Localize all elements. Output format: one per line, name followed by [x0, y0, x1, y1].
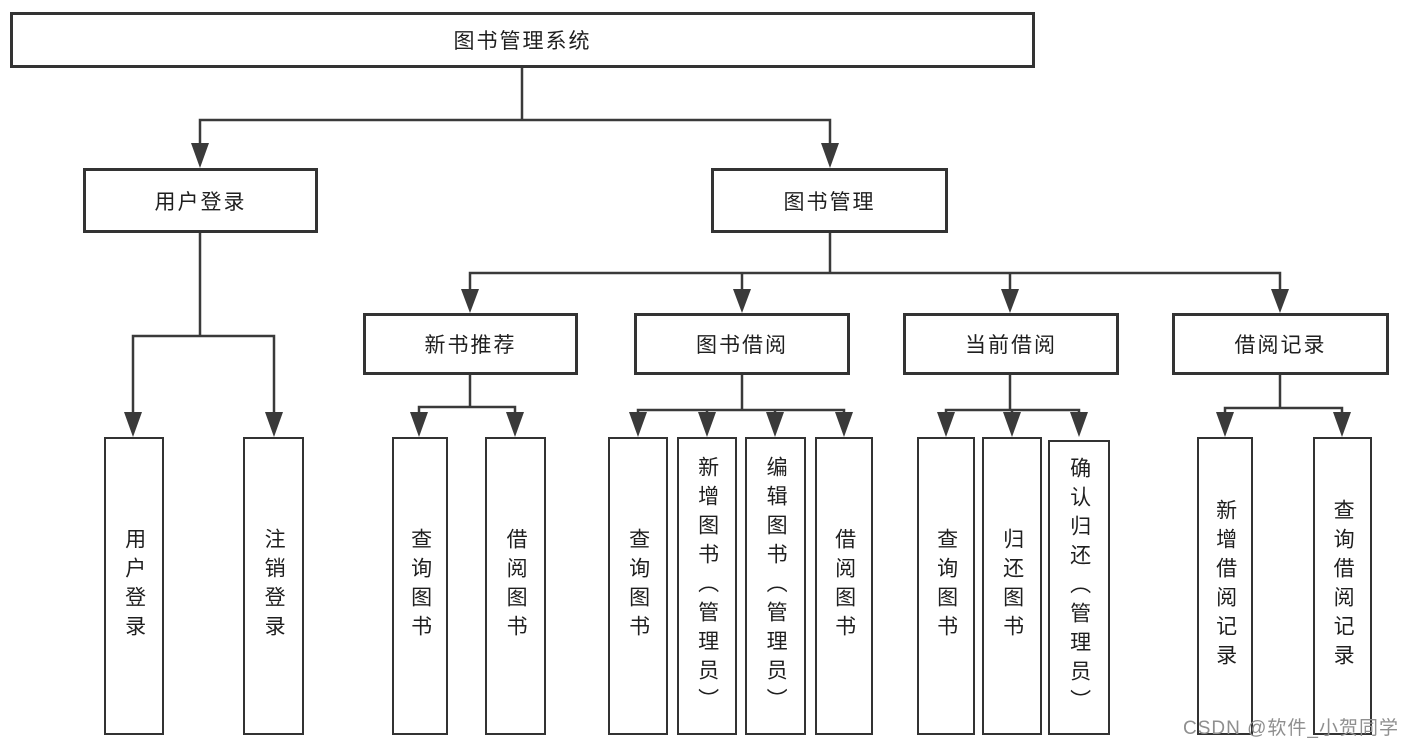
arrowhead: [1271, 289, 1289, 313]
node-book-borrow-label: 图书借阅: [696, 334, 788, 357]
arrowhead: [821, 143, 839, 168]
leaf-recommend-borrow-books-label: 借阅图书: [504, 528, 528, 644]
leaf-current-query-books-label: 查询图书: [934, 528, 958, 644]
node-book-management: 图书管理: [711, 168, 948, 233]
node-current-borrow-label: 当前借阅: [965, 334, 1057, 357]
arrowhead: [191, 143, 209, 168]
node-borrow-records: 借阅记录: [1172, 313, 1389, 375]
arrowhead: [1216, 412, 1234, 437]
node-new-book-recommend: 新书推荐: [363, 313, 578, 375]
arrowhead: [629, 412, 647, 437]
leaf-add-book-admin: 新增图书（管理员）: [677, 437, 737, 735]
leaf-add-borrow-record: 新增借阅记录: [1197, 437, 1253, 735]
node-root: 图书管理系统: [10, 12, 1035, 68]
leaf-current-query-books: 查询图书: [917, 437, 975, 735]
leaf-logout-label: 注销登录: [262, 528, 286, 644]
connector-user-login-to-leaves: [131, 231, 276, 420]
connector-strokes: [131, 66, 1344, 420]
leaf-add-book-admin-label: 新增图书（管理员）: [695, 455, 719, 717]
node-current-borrow: 当前借阅: [903, 313, 1119, 375]
arrowhead: [410, 412, 428, 437]
arrowhead: [733, 289, 751, 313]
leaf-return-books: 归还图书: [982, 437, 1042, 735]
leaf-user-login-label: 用户登录: [122, 528, 146, 644]
arrowhead: [835, 412, 853, 437]
node-book-borrow: 图书借阅: [634, 313, 850, 375]
leaf-recommend-query-books-label: 查询图书: [408, 528, 432, 644]
leaf-query-borrow-record-label: 查询借阅记录: [1331, 499, 1355, 673]
arrowhead: [506, 412, 524, 437]
arrowhead: [124, 412, 142, 437]
arrowhead: [1001, 289, 1019, 313]
arrowhead: [1333, 412, 1351, 437]
leaf-user-login: 用户登录: [104, 437, 164, 735]
node-book-management-label: 图书管理: [783, 190, 876, 214]
leaf-confirm-return-admin: 确认归还（管理员）: [1048, 440, 1110, 735]
leaf-recommend-borrow-books: 借阅图书: [485, 437, 546, 735]
node-user-login: 用户登录: [83, 168, 318, 233]
node-new-book-recommend-label: 新书推荐: [424, 334, 517, 357]
arrowhead: [766, 412, 784, 437]
connector-root-to-level2: [198, 66, 832, 152]
leaf-edit-book-admin: 编辑图书（管理员）: [745, 437, 806, 735]
leaf-confirm-return-admin-label: 确认归还（管理员）: [1067, 457, 1091, 718]
csdn-watermark: CSDN @软件_小贺同学: [1183, 718, 1399, 739]
leaf-query-borrow-record: 查询借阅记录: [1313, 437, 1372, 735]
leaf-borrow-query-books-label: 查询图书: [626, 528, 650, 644]
connector-records-to-leaves: [1223, 373, 1344, 420]
leaf-return-books-label: 归还图书: [1000, 528, 1024, 644]
node-user-login-label: 用户登录: [154, 190, 247, 214]
leaf-recommend-query-books: 查询图书: [392, 437, 448, 735]
leaf-edit-book-admin-label: 编辑图书（管理员）: [764, 455, 788, 717]
node-root-label: 图书管理系统: [453, 30, 592, 53]
connector-book-management-to-level3: [468, 231, 1282, 296]
leaf-borrow-borrow-books-label: 借阅图书: [832, 528, 856, 644]
connector-recommend-to-leaves: [417, 373, 517, 420]
node-borrow-records-label: 借阅记录: [1234, 334, 1327, 357]
arrowhead: [1070, 412, 1088, 437]
arrowhead: [461, 289, 479, 313]
leaf-borrow-query-books: 查询图书: [608, 437, 668, 735]
arrowhead: [265, 412, 283, 437]
arrowhead: [937, 412, 955, 437]
leaf-logout: 注销登录: [243, 437, 304, 735]
arrowhead: [698, 412, 716, 437]
leaf-borrow-borrow-books: 借阅图书: [815, 437, 873, 735]
leaf-add-borrow-record-label: 新增借阅记录: [1213, 499, 1237, 673]
connector-borrow-to-leaves: [636, 373, 846, 420]
arrowheads: [124, 143, 1351, 437]
connector-current-to-leaves: [944, 373, 1081, 420]
arrowhead: [1003, 412, 1021, 437]
